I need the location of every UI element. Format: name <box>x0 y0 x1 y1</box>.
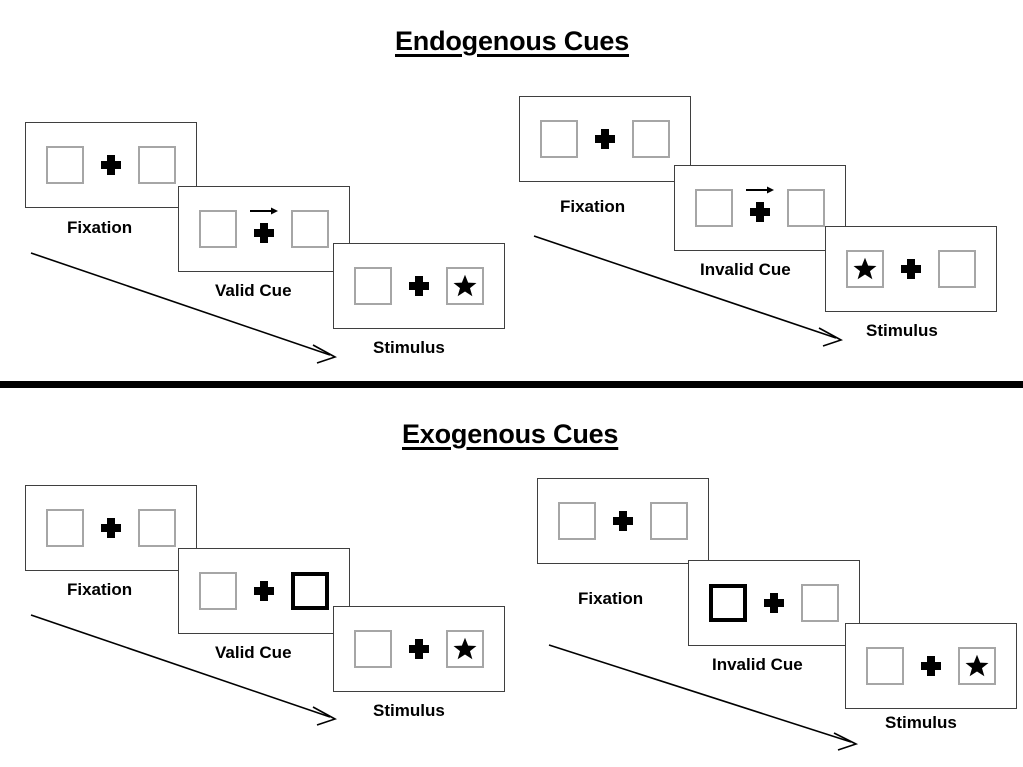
fixation-cross-icon <box>406 273 432 299</box>
fixation-cross-slot <box>98 508 124 548</box>
target-square-right <box>446 267 484 305</box>
caption-exo-invalid-cue: Invalid Cue <box>712 655 803 674</box>
caption-exo-valid-cue: Valid Cue <box>215 643 292 662</box>
fixation-cross-slot <box>251 571 277 611</box>
caption-endo-invalid-stimulus: Stimulus <box>866 321 938 340</box>
endo-valid-fixation-frame <box>25 122 197 208</box>
exo-invalid-cue-frame <box>688 560 860 646</box>
placeholder-square-left <box>695 189 733 227</box>
arrow-right-cue-icon <box>746 186 774 194</box>
caption-exo-invalid-fixation: Fixation <box>578 589 644 608</box>
placeholder-square-right <box>138 509 176 547</box>
star-target-icon <box>965 654 989 677</box>
caption-exo-invalid-stimulus: Stimulus <box>885 713 957 732</box>
placeholder-square-left <box>540 120 578 158</box>
time-flow-arrow-icon <box>30 614 337 726</box>
cued-square-right <box>291 572 329 610</box>
placeholder-square-left <box>46 509 84 547</box>
endo-valid-stimulus-frame <box>333 243 505 329</box>
fixation-cross-slot <box>761 583 787 623</box>
star-target-icon <box>853 257 877 280</box>
fixation-cross-icon <box>406 636 432 662</box>
star-target-icon <box>453 637 477 660</box>
placeholder-square-right <box>801 584 839 622</box>
endo-valid-cue-frame <box>178 186 350 272</box>
exo-valid-fixation-frame <box>25 485 197 571</box>
fixation-cross-icon <box>592 126 618 152</box>
fixation-cross-slot <box>746 186 774 228</box>
fixation-cross-icon <box>918 653 944 679</box>
fixation-cross-icon <box>98 515 124 541</box>
caption-endo-valid-fixation: Fixation <box>67 218 133 237</box>
fixation-cross-icon <box>610 508 636 534</box>
section-title-exogenous: Exogenous Cues <box>402 419 619 449</box>
placeholder-square-left <box>199 572 237 610</box>
time-flow-arrow-icon <box>548 644 859 751</box>
fixation-cross-slot <box>610 501 636 541</box>
caption-endo-valid-stimulus: Stimulus <box>373 338 445 357</box>
target-square-left <box>846 250 884 288</box>
fixation-cross-slot <box>98 145 124 185</box>
time-flow-arrow-icon <box>30 252 337 364</box>
exo-invalid-fixation-frame <box>537 478 709 564</box>
section-title-endogenous: Endogenous Cues <box>395 26 630 56</box>
placeholder-square-right <box>650 502 688 540</box>
placeholder-square-left <box>199 210 237 248</box>
endo-invalid-cue-frame <box>674 165 846 251</box>
placeholder-square-left <box>558 502 596 540</box>
fixation-cross-slot <box>250 207 278 249</box>
endo-invalid-stimulus-frame <box>825 226 997 312</box>
section-divider <box>0 381 1023 388</box>
placeholder-square-left <box>46 146 84 184</box>
caption-endo-valid-cue: Valid Cue <box>215 281 292 300</box>
caption-exo-valid-fixation: Fixation <box>67 580 133 599</box>
placeholder-square-right <box>632 120 670 158</box>
placeholder-square-right <box>291 210 329 248</box>
target-square-right <box>958 647 996 685</box>
caption-endo-invalid-fixation: Fixation <box>560 197 626 216</box>
fixation-cross-slot <box>898 249 924 289</box>
fixation-cross-slot <box>918 646 944 686</box>
placeholder-square-right <box>938 250 976 288</box>
fixation-cross-icon <box>747 199 773 225</box>
fixation-cross-slot <box>592 119 618 159</box>
target-square-right <box>446 630 484 668</box>
placeholder-square-left <box>354 630 392 668</box>
placeholder-square-right <box>787 189 825 227</box>
cued-square-left <box>709 584 747 622</box>
endo-invalid-fixation-frame <box>519 96 691 182</box>
placeholder-square-right <box>138 146 176 184</box>
time-flow-arrow-icon <box>533 235 843 347</box>
fixation-cross-icon <box>98 152 124 178</box>
fixation-cross-icon <box>761 590 787 616</box>
fixation-cross-icon <box>251 578 277 604</box>
exo-invalid-stimulus-frame <box>845 623 1017 709</box>
caption-endo-invalid-cue: Invalid Cue <box>700 260 791 279</box>
exo-valid-stimulus-frame <box>333 606 505 692</box>
arrow-right-cue-icon <box>250 207 278 215</box>
fixation-cross-icon <box>251 220 277 246</box>
fixation-cross-slot <box>406 629 432 669</box>
placeholder-square-left <box>866 647 904 685</box>
star-target-icon <box>453 274 477 297</box>
fixation-cross-slot <box>406 266 432 306</box>
caption-exo-valid-stimulus: Stimulus <box>373 701 445 720</box>
placeholder-square-left <box>354 267 392 305</box>
exo-valid-cue-frame <box>178 548 350 634</box>
fixation-cross-icon <box>898 256 924 282</box>
